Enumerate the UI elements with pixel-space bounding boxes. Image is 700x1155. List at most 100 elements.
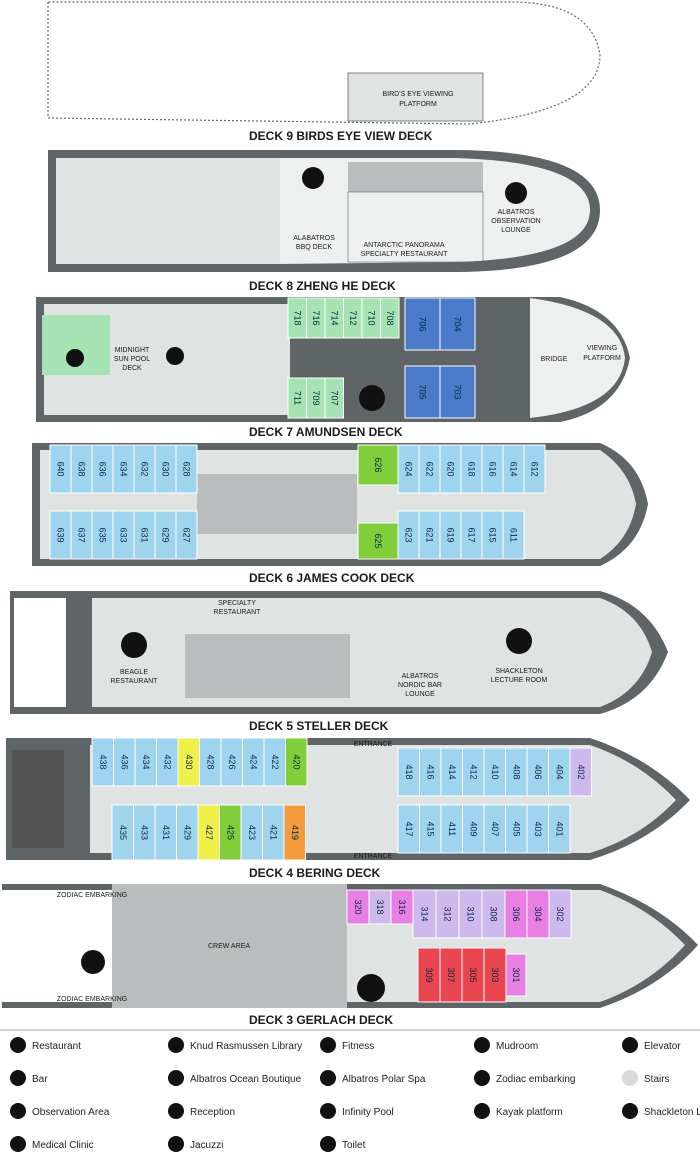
cabin-box[interactable] [175, 510, 198, 560]
cabin-628[interactable]: 628 [175, 444, 198, 494]
cabin-418[interactable]: 418 [397, 747, 420, 797]
cabin-box[interactable] [324, 377, 344, 419]
cabin-707[interactable]: 707 [324, 377, 344, 419]
cabin-423[interactable]: 423 [240, 804, 263, 861]
cabin-612[interactable]: 612 [523, 444, 546, 494]
cabin-625[interactable]: 625 [357, 522, 399, 560]
cabin-303[interactable]: 303 [483, 947, 507, 1003]
cabin-708[interactable]: 708 [380, 297, 400, 339]
cabin-box[interactable] [505, 953, 527, 997]
cabin-425[interactable]: 425 [219, 804, 242, 861]
cabin-709[interactable]: 709 [306, 377, 326, 419]
cabin-306[interactable]: 306 [504, 889, 528, 939]
kayak-platform[interactable] [14, 598, 66, 707]
cabin-box[interactable] [380, 297, 400, 339]
cabin-706[interactable]: 706 [404, 297, 441, 351]
cabin-718[interactable]: 718 [287, 297, 307, 339]
cabin-314[interactable]: 314 [412, 889, 437, 939]
cabin-704[interactable]: 704 [439, 297, 476, 351]
cabin-431[interactable]: 431 [154, 804, 177, 861]
cabin-639[interactable]: 639 [49, 510, 72, 560]
cabin-402[interactable]: 402 [569, 747, 592, 797]
cabin-309[interactable]: 309 [417, 947, 441, 1003]
cabin-624[interactable]: 624 [397, 444, 420, 494]
cabin-433[interactable]: 433 [133, 804, 156, 861]
cabin-712[interactable]: 712 [343, 297, 363, 339]
cabin-616[interactable]: 616 [481, 444, 504, 494]
birds-eye-platform[interactable] [347, 72, 484, 122]
cabin-637[interactable]: 637 [70, 510, 93, 560]
cabin-622[interactable]: 622 [418, 444, 441, 494]
cabin-304[interactable]: 304 [526, 889, 550, 939]
cabin-421[interactable]: 421 [262, 804, 285, 861]
cabin-312[interactable]: 312 [435, 889, 460, 939]
cabin-box[interactable] [502, 510, 525, 560]
cabin-box[interactable] [357, 522, 399, 560]
cabin-305[interactable]: 305 [461, 947, 485, 1003]
cabin-620[interactable]: 620 [439, 444, 462, 494]
cabin-426[interactable]: 426 [220, 737, 243, 787]
cabin-714[interactable]: 714 [324, 297, 344, 339]
cabin-640[interactable]: 640 [49, 444, 72, 494]
cabin-627[interactable]: 627 [175, 510, 198, 560]
cabin-404[interactable]: 404 [548, 747, 571, 797]
cabin-401[interactable]: 401 [548, 804, 571, 854]
cabin-438[interactable]: 438 [91, 737, 114, 787]
cabin-box[interactable] [439, 297, 476, 351]
cabin-410[interactable]: 410 [483, 747, 506, 797]
cabin-632[interactable]: 632 [133, 444, 156, 494]
cabin-419[interactable]: 419 [283, 804, 306, 861]
cabin-615[interactable]: 615 [481, 510, 504, 560]
cabin-407[interactable]: 407 [483, 804, 506, 854]
cabin-301[interactable]: 301 [505, 953, 527, 997]
viewing-platform[interactable] [530, 298, 625, 418]
cabin-416[interactable]: 416 [419, 747, 442, 797]
cabin-box[interactable] [439, 365, 476, 419]
cabin-box[interactable] [283, 804, 306, 861]
cabin-302[interactable]: 302 [548, 889, 572, 939]
cabin-710[interactable]: 710 [361, 297, 381, 339]
cabin-415[interactable]: 415 [419, 804, 442, 854]
cabin-711[interactable]: 711 [287, 377, 307, 419]
cabin-414[interactable]: 414 [440, 747, 463, 797]
cabin-318[interactable]: 318 [368, 889, 392, 925]
cabin-417[interactable]: 417 [397, 804, 420, 854]
cabin-box[interactable] [523, 444, 546, 494]
cabin-432[interactable]: 432 [156, 737, 179, 787]
cabin-411[interactable]: 411 [440, 804, 463, 854]
cabin-428[interactable]: 428 [199, 737, 222, 787]
cabin-623[interactable]: 623 [397, 510, 420, 560]
cabin-705[interactable]: 705 [404, 365, 441, 419]
cabin-617[interactable]: 617 [460, 510, 483, 560]
cabin-310[interactable]: 310 [458, 889, 483, 939]
cabin-636[interactable]: 636 [91, 444, 114, 494]
cabin-619[interactable]: 619 [439, 510, 462, 560]
cabin-403[interactable]: 403 [526, 804, 549, 854]
cabin-box[interactable] [548, 804, 571, 854]
cabin-406[interactable]: 406 [526, 747, 549, 797]
cabin-424[interactable]: 424 [242, 737, 265, 787]
cabin-635[interactable]: 635 [91, 510, 114, 560]
cabin-614[interactable]: 614 [502, 444, 525, 494]
cabin-409[interactable]: 409 [462, 804, 485, 854]
cabin-633[interactable]: 633 [112, 510, 135, 560]
cabin-434[interactable]: 434 [134, 737, 157, 787]
cabin-420[interactable]: 420 [285, 737, 308, 787]
cabin-427[interactable]: 427 [197, 804, 220, 861]
cabin-638[interactable]: 638 [70, 444, 93, 494]
cabin-412[interactable]: 412 [462, 747, 485, 797]
cabin-634[interactable]: 634 [112, 444, 135, 494]
cabin-408[interactable]: 408 [505, 747, 528, 797]
cabin-630[interactable]: 630 [154, 444, 177, 494]
cabin-box[interactable] [357, 444, 399, 486]
cabin-405[interactable]: 405 [505, 804, 528, 854]
cabin-703[interactable]: 703 [439, 365, 476, 419]
cabin-631[interactable]: 631 [133, 510, 156, 560]
cabin-626[interactable]: 626 [357, 444, 399, 486]
cabin-716[interactable]: 716 [306, 297, 326, 339]
cabin-box[interactable] [404, 365, 441, 419]
cabin-box[interactable] [548, 889, 572, 939]
cabin-435[interactable]: 435 [111, 804, 134, 861]
cabin-307[interactable]: 307 [439, 947, 463, 1003]
cabin-429[interactable]: 429 [176, 804, 199, 861]
